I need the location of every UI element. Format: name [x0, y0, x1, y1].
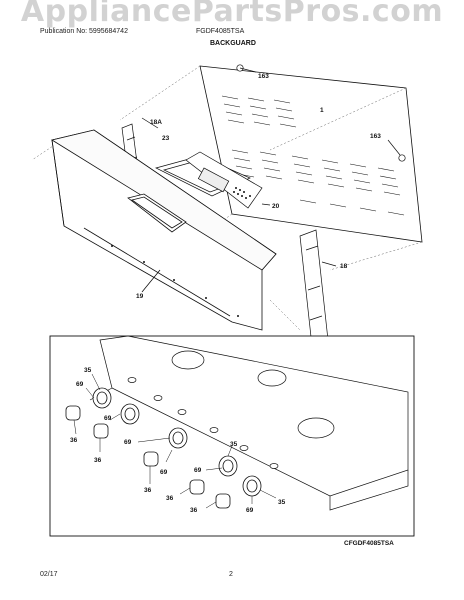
back-panel: [199, 65, 423, 243]
label-knob-35a: 35: [84, 367, 92, 374]
label-knob-69f: 69: [246, 507, 254, 514]
knob-detail-inset: [49, 335, 415, 537]
label-163-top: 163: [258, 73, 269, 80]
label-knob-35b: 35: [230, 441, 238, 448]
label-knob-36b: 36: [94, 457, 102, 464]
label-19: 19: [136, 293, 144, 300]
label-23: 23: [162, 135, 170, 142]
label-knob-69d: 69: [160, 469, 168, 476]
section-title: BACKGUARD: [210, 40, 256, 47]
label-20: 20: [272, 203, 280, 210]
screw-163-right: [387, 139, 406, 162]
label-1: 1: [320, 107, 324, 114]
label-18a: 18A: [150, 119, 162, 126]
watermark: AppliancePartsPros.com: [20, 0, 444, 29]
label-knob-69a: 69: [76, 381, 84, 388]
backguard-panel-19: [50, 129, 277, 331]
label-knob-36d: 36: [166, 495, 174, 502]
label-knob-69e: 69: [194, 467, 202, 474]
label-knob-36e: 36: [190, 507, 198, 514]
label-163-right: 163: [370, 133, 381, 140]
label-knob-36c: 36: [144, 487, 152, 494]
knobs: [65, 405, 231, 509]
label-knob-36a: 36: [70, 437, 78, 444]
label-knob-69b: 69: [104, 415, 112, 422]
label-18: 18: [340, 263, 348, 270]
bracket-18: [299, 229, 337, 347]
label-knob-35c: 35: [278, 499, 286, 506]
footer-date: 02/17: [40, 571, 58, 578]
screw-163-top: [236, 64, 257, 73]
footer-page-number: 2: [229, 571, 233, 578]
publication-number: Publication No: 5995684742: [40, 28, 128, 35]
diagram-code: CFGDF4085TSA: [344, 540, 394, 547]
label-knob-69c: 69: [124, 439, 132, 446]
electronic-control-20: [185, 151, 271, 209]
model-number: FGDF4085TSA: [196, 28, 245, 35]
